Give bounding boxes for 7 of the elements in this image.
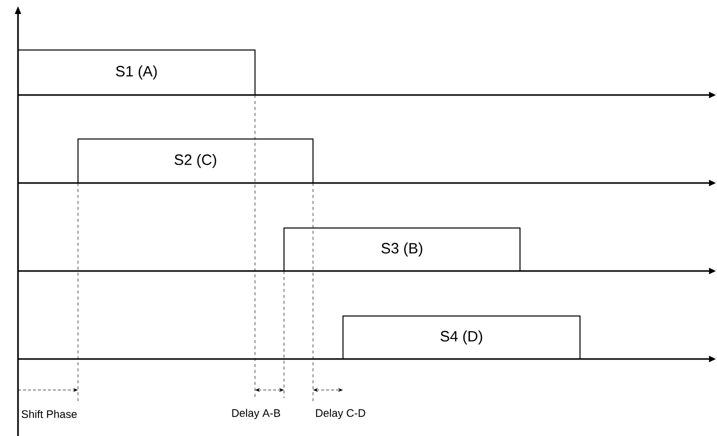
dimension-label: Delay C-D (316, 408, 366, 420)
pulse-box: S1 (A) (18, 50, 256, 96)
pulse-box: S2 (C) (78, 138, 314, 184)
pulse-box: S3 (B) (284, 228, 520, 272)
dimension-label: Shift Phase (22, 410, 77, 418)
dimension-label: Delay A-B (232, 408, 280, 420)
pulse-box: S4 (D) (342, 316, 580, 360)
